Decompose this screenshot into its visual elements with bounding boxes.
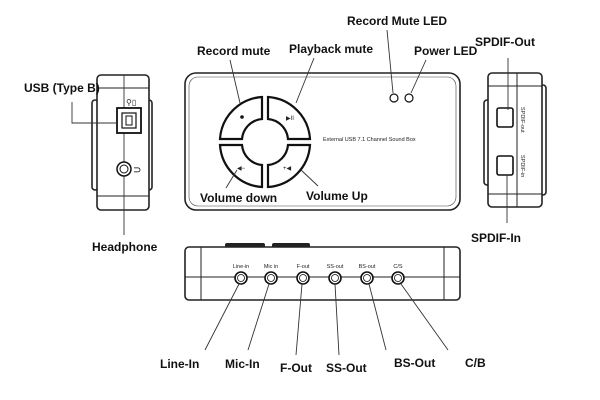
power-led-label: Power LED (414, 44, 478, 58)
mic-in-label: Mic-In (225, 357, 260, 371)
playback-mute-button[interactable] (266, 95, 312, 141)
playback-mute-label: Playback mute (289, 42, 373, 56)
headphone-label: Headphone (92, 240, 158, 254)
spdif-in-port-icon (496, 155, 514, 176)
jack-print-cb: C/S (393, 264, 403, 270)
jack-mic-in[interactable] (264, 271, 278, 285)
spdif-out-print: SPDIF-out (519, 107, 525, 133)
volume-down-button[interactable] (218, 143, 264, 189)
jack-line-in[interactable] (234, 271, 248, 285)
usb-symbol-icon: ⚲▯ (126, 98, 136, 107)
jack-f-out[interactable] (296, 271, 310, 285)
f-out-label: F-Out (280, 361, 312, 375)
jack-bs-out[interactable] (360, 271, 374, 285)
volume-up-label: Volume Up (306, 189, 368, 203)
record-mute-led (389, 93, 399, 103)
record-icon (240, 115, 244, 119)
headphone-jack-icon (116, 161, 132, 177)
jack-ss-out[interactable] (328, 271, 342, 285)
spdif-out-port-icon (496, 107, 514, 128)
jack-print-f-out: F-out (297, 264, 310, 270)
headphone-symbol-icon: ⊃ (133, 165, 141, 176)
play-pause-icon: ▶II (286, 116, 294, 122)
cb-label: C/B (465, 356, 486, 370)
volume-up-button[interactable] (266, 143, 312, 189)
left-side-view: ⚲▯ ⊃ (71, 74, 153, 235)
jack-print-line-in: Line-in (233, 264, 250, 270)
front-view: Line-in Mic in F-out SS-out BS-out C/S (184, 243, 461, 356)
line-in-label: Line-In (160, 357, 199, 371)
spdif-out-label: SPDIF-Out (475, 35, 535, 49)
jack-cb[interactable] (391, 271, 405, 285)
bs-out-label: BS-Out (394, 356, 435, 370)
spdif-in-label: SPDIF-In (471, 231, 521, 245)
jack-print-bs-out: BS-out (359, 264, 376, 270)
device-name-print: External USB 7.1 Channel Sound Box (323, 137, 416, 143)
ss-out-label: SS-Out (326, 361, 367, 375)
record-mute-label: Record mute (197, 44, 271, 58)
jack-print-mic-in: Mic in (264, 264, 278, 270)
volume-minus-icon: ◀− (237, 166, 246, 172)
top-view: ▶II ◀− +◀ External USB 7.1 Channel Sound… (184, 29, 461, 211)
volume-plus-icon: +◀ (283, 166, 292, 172)
volume-down-label: Volume down (200, 191, 277, 205)
spdif-in-print: SPDIF-in (519, 155, 525, 177)
jack-print-ss-out: SS-out (327, 264, 344, 270)
power-led (404, 93, 414, 103)
record-mute-led-label: Record Mute LED (347, 14, 447, 28)
usb-port-icon (116, 107, 142, 134)
right-side-view: SPDIF-out SPDIF-in (483, 58, 547, 223)
usb-label: USB (Type B) (24, 81, 100, 95)
